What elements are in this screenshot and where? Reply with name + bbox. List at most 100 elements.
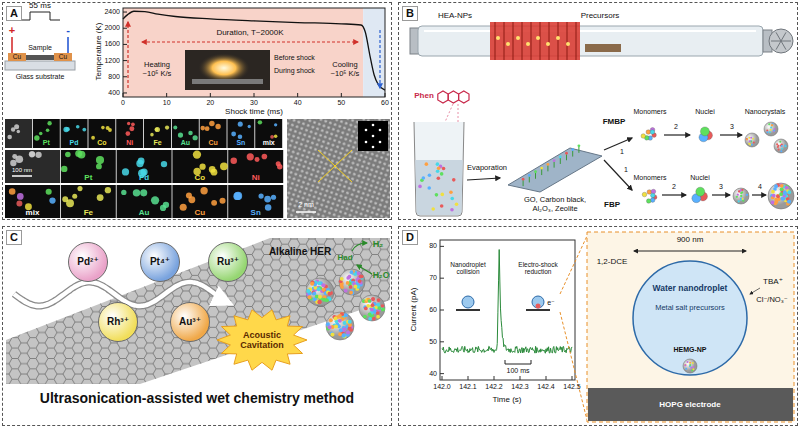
alloy-atom [338, 319, 342, 323]
alloy-atom [349, 285, 353, 289]
axis-tick: 1600 [104, 40, 120, 48]
heating-coil [576, 22, 577, 60]
nanoparticle-dot [200, 187, 207, 194]
ligand-stick [547, 165, 548, 171]
nanoparticle-dot [12, 154, 17, 159]
axis-title: Temperature (K) [94, 23, 103, 81]
step-number: 1 [620, 148, 624, 156]
cavitation-burst: Acoustic Cavitation [216, 308, 308, 372]
zoom-guide [560, 312, 587, 420]
nanoparticle-dot [82, 128, 86, 132]
panel-letter: D [402, 230, 418, 245]
nanoparticle-dot [219, 198, 225, 204]
alloy-atom [346, 331, 350, 335]
step-number: 3 [730, 123, 734, 131]
precursor-molecule [435, 193, 439, 197]
nanoparticle-dot [178, 132, 183, 137]
nanoparticle-dot [165, 125, 169, 129]
adsorbed-precursor [559, 156, 562, 159]
nanoparticle-dot [264, 196, 271, 203]
lattice-direction [318, 150, 352, 182]
figure-label: Sample [28, 44, 52, 52]
nanoparticle-dot [200, 126, 205, 131]
alloy-atom [780, 187, 784, 191]
axis-tick: 80 [429, 242, 437, 250]
alloy-atom [752, 138, 754, 140]
eds-map-tile [61, 119, 88, 148]
alloy-atom [771, 124, 773, 126]
axis-tick-mark [494, 376, 495, 380]
nanoparticle-dot [131, 122, 135, 126]
alloy-atom [328, 292, 332, 296]
alloy-atom [736, 196, 738, 198]
figure-label: GO, Carbon black, Al₂O₃, Zeolite [519, 196, 591, 213]
nanoparticle-dot [10, 160, 16, 166]
ligand-stick [560, 158, 561, 164]
alloy-atom [353, 272, 357, 276]
copper-pad [54, 53, 72, 61]
step-number: 1 [624, 166, 628, 174]
eds-map-tile [200, 119, 227, 148]
figure-label: During shock [274, 67, 315, 75]
eds-map-tile [227, 119, 254, 148]
element-label: Cu [208, 139, 217, 147]
axis-tick: 142.0 [433, 383, 451, 391]
copper-pad [8, 53, 26, 61]
element-label: Ni [126, 139, 133, 147]
alloy-atom [686, 361, 688, 363]
element-label: mix [263, 139, 275, 147]
alloy-atom [740, 195, 742, 197]
gear-spoke [781, 41, 786, 50]
fft-spot [372, 146, 375, 149]
precursor-molecule [450, 197, 454, 201]
alloy-atom [749, 140, 751, 142]
figure-label: 1,2-DCE [597, 257, 628, 266]
figure-label: 900 nm [677, 235, 704, 244]
heating-coil [540, 22, 541, 60]
axis-tick-mark [123, 28, 127, 29]
hrtem-lattice [287, 119, 390, 218]
alloy-atom [690, 367, 692, 369]
precursor-boat [585, 44, 621, 52]
monomer [647, 190, 652, 195]
quartz-tube [418, 26, 763, 56]
ligand-stick [554, 162, 555, 168]
precursor-molecule [437, 176, 441, 180]
alloy-atom [349, 291, 353, 295]
figure-label: Phen [414, 91, 434, 100]
axis-title: Time (s) [492, 395, 521, 404]
figure-label: TBA⁺ [763, 277, 783, 286]
beaker-solution [415, 160, 462, 215]
axis-tick-mark [123, 76, 127, 77]
nanoparticle-dot [75, 150, 82, 157]
alloy-atom [779, 192, 783, 196]
adsorbed-precursor [534, 170, 537, 173]
hea-nanoparticle [516, 36, 520, 40]
element-label: Cu [195, 208, 206, 217]
node-text: Pt⁴⁺ [150, 256, 170, 268]
step-arrow [662, 194, 686, 195]
eds-map-tile [117, 150, 172, 183]
axis-tick-mark [440, 373, 444, 374]
evaporation-arrow [467, 178, 500, 180]
alloy-atom [779, 141, 781, 143]
axis-tick: 2000 [104, 24, 120, 32]
element-label: Pt [43, 139, 50, 147]
figure-label: FBP [604, 200, 620, 209]
node-text: Acoustic Cavitation [233, 330, 291, 351]
fmbp-arrow [604, 138, 632, 150]
alloy-atom [737, 194, 739, 196]
hea-nanoparticle [506, 42, 510, 46]
hea-nanoparticle [496, 36, 500, 40]
droplet-shape [633, 261, 747, 375]
axis-tick-mark [468, 376, 469, 380]
axis-tick: 142.2 [485, 383, 503, 391]
alloy-atom [748, 137, 750, 139]
alloy-atom [381, 308, 385, 312]
element-label: Co [195, 173, 206, 182]
alloy-atom [338, 314, 342, 318]
alloy-atom [377, 303, 381, 307]
heating-arrow [127, 22, 128, 88]
eds-map-tile [144, 119, 171, 148]
figure-label: Nuclei [690, 174, 709, 182]
